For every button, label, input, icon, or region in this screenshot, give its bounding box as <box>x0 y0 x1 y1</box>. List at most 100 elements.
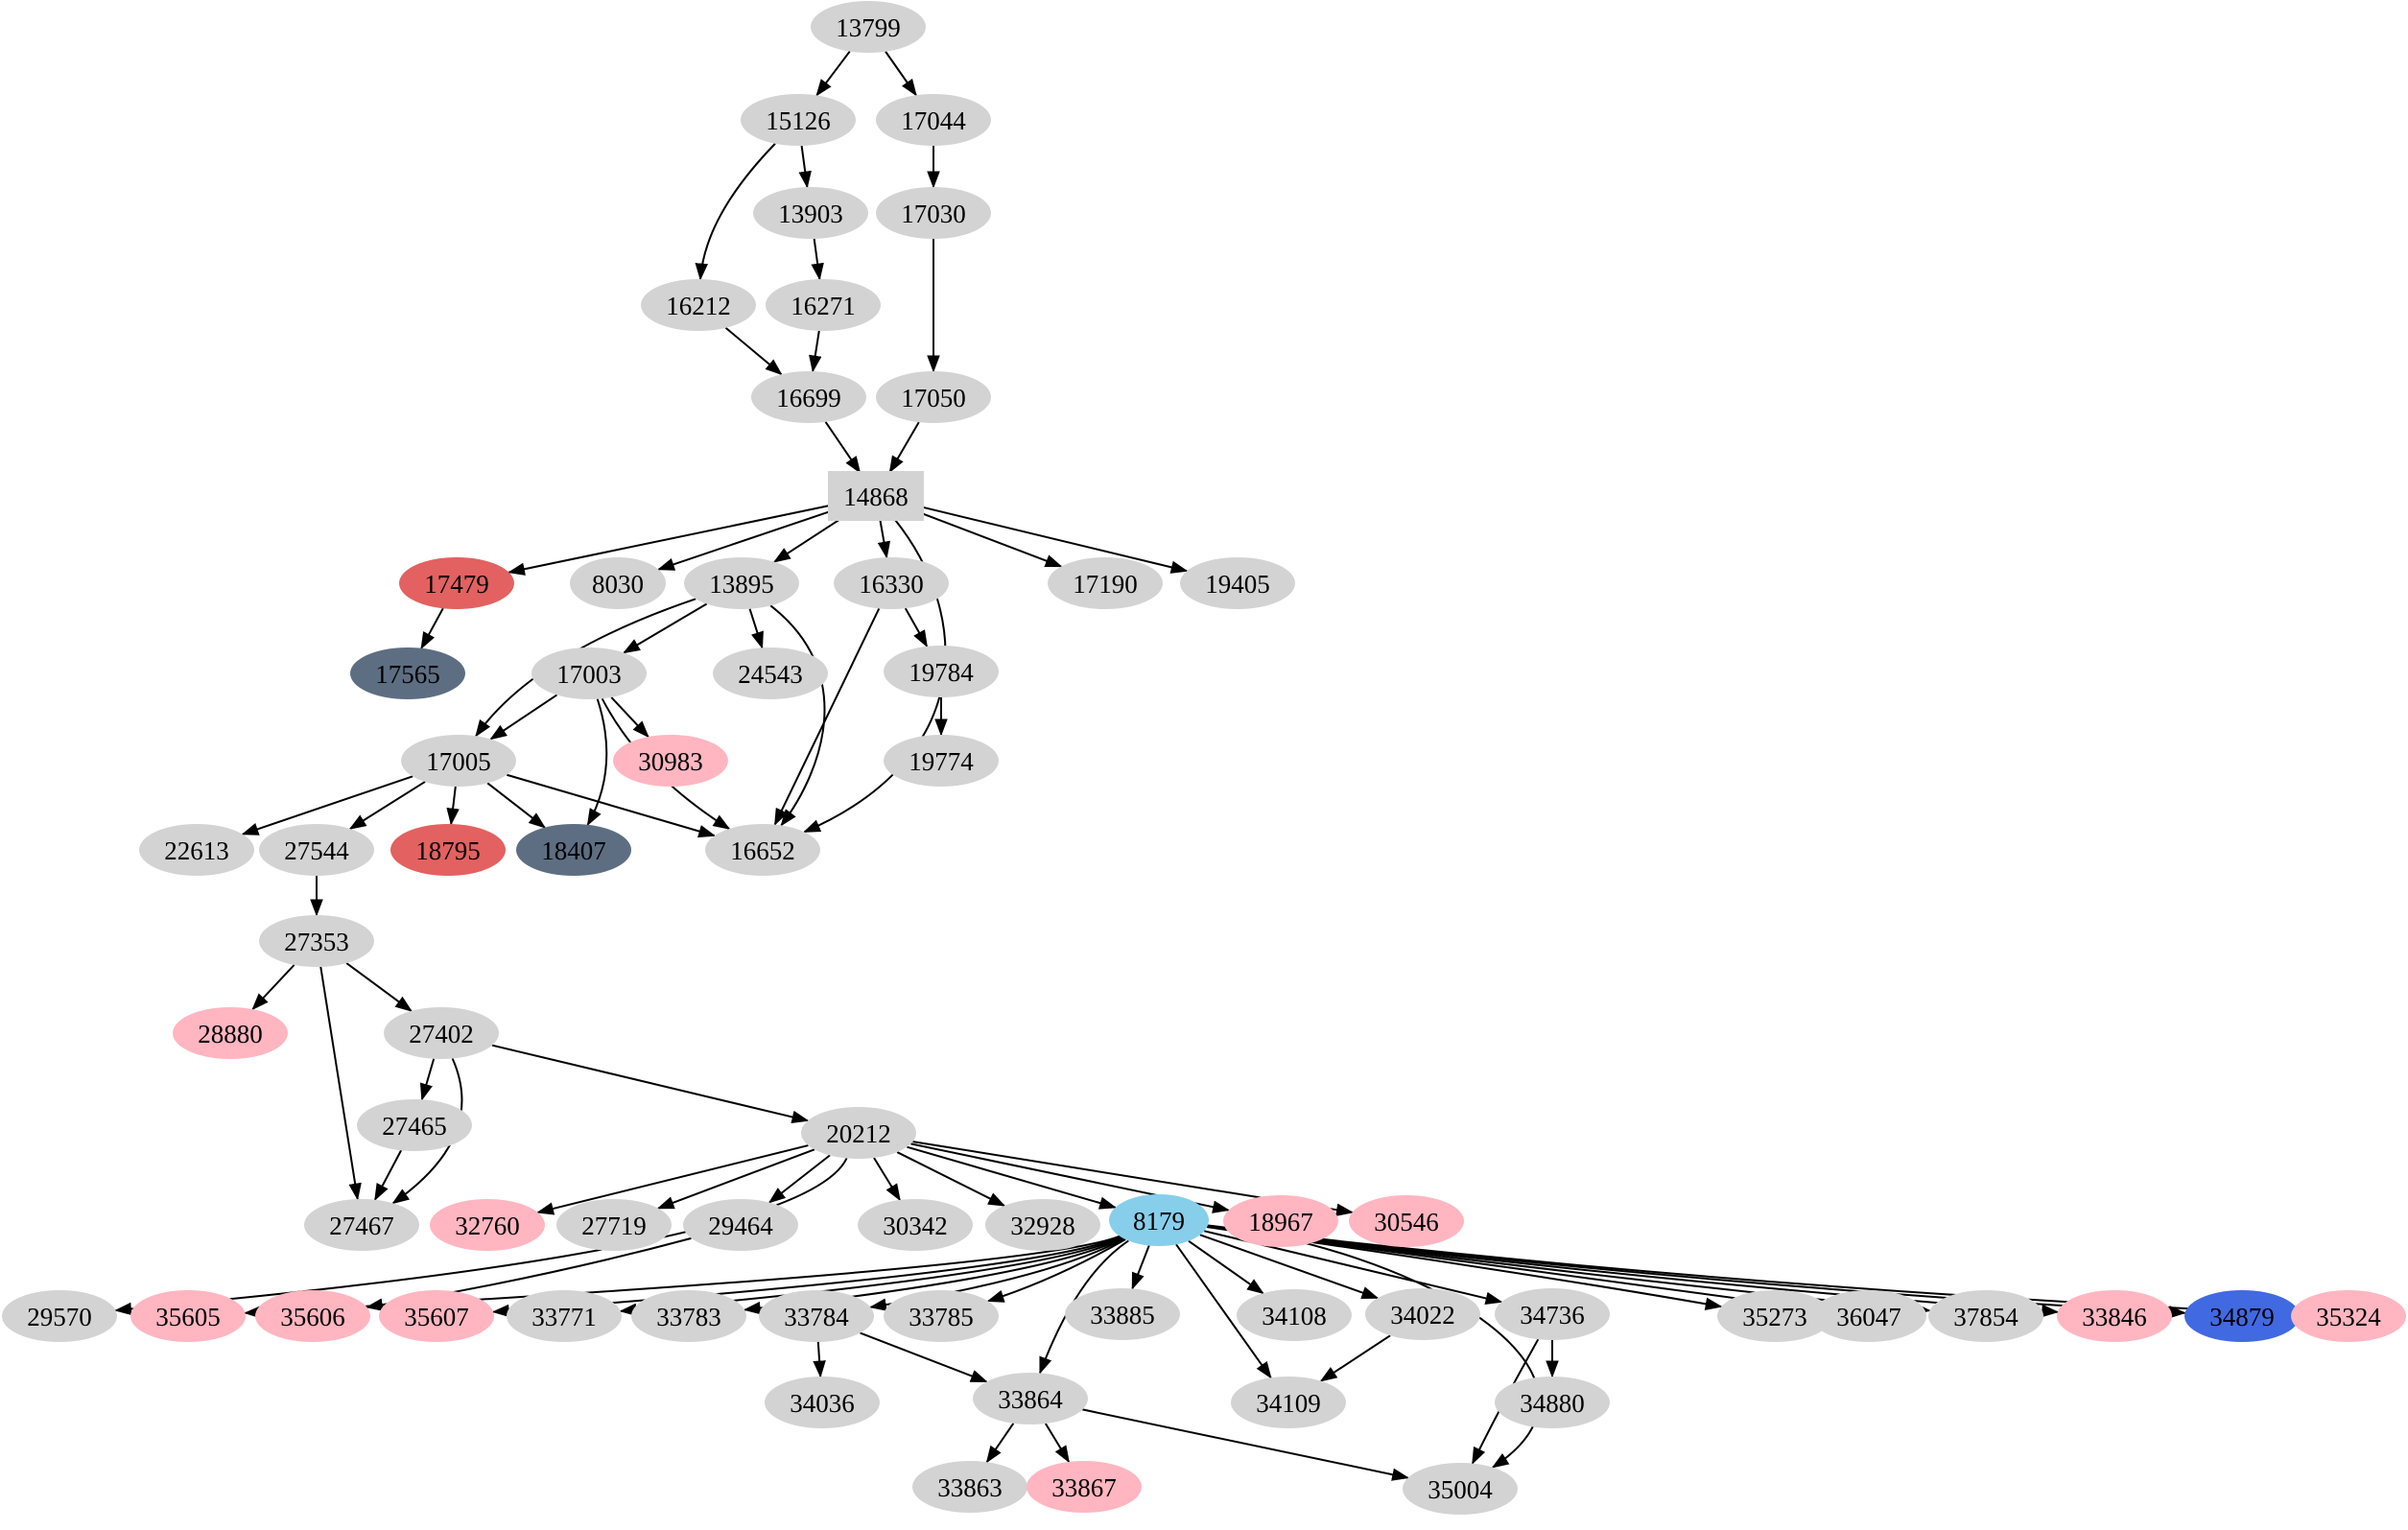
edge-8179-34108 <box>1188 1239 1264 1295</box>
edge-16271-16699 <box>809 330 822 373</box>
node-label-30983: 30983 <box>638 747 703 776</box>
node-label-14868: 14868 <box>843 483 909 511</box>
node-33846: 33846 <box>2057 1290 2172 1342</box>
node-15126: 15126 <box>741 94 856 146</box>
node-label-33885: 33885 <box>1090 1301 1155 1330</box>
ellipse-shape-17479 <box>399 557 514 609</box>
node-17044: 17044 <box>876 94 991 146</box>
ellipse-shape-17190 <box>1048 557 1163 609</box>
edge-33864-35004 <box>1082 1408 1410 1481</box>
ellipse-shape-27402 <box>384 1007 499 1059</box>
node-33783: 33783 <box>631 1290 746 1342</box>
node-36047: 36047 <box>1811 1290 1926 1342</box>
node-33885: 33885 <box>1065 1288 1180 1340</box>
ellipse-shape-35607 <box>379 1290 494 1342</box>
edge-16330-16652 <box>773 607 881 826</box>
node-label-17565: 17565 <box>375 660 440 689</box>
node-label-24543: 24543 <box>738 660 803 689</box>
node-35606: 35606 <box>255 1290 370 1342</box>
node-label-35273: 35273 <box>1742 1303 1807 1331</box>
edge-13799-15126 <box>815 50 851 97</box>
node-label-33785: 33785 <box>909 1303 974 1331</box>
node-27465: 27465 <box>357 1099 472 1151</box>
ellipse-shape-33783 <box>631 1290 746 1342</box>
node-label-27402: 27402 <box>409 1020 474 1048</box>
node-label-34109: 34109 <box>1256 1389 1321 1418</box>
node-16212: 16212 <box>641 279 756 331</box>
node-label-35324: 35324 <box>2316 1303 2381 1331</box>
node-label-29570: 29570 <box>27 1303 92 1331</box>
edge-8179-35607 <box>491 1236 1121 1318</box>
ellipse-shape-34880 <box>1495 1377 1610 1428</box>
node-label-34022: 34022 <box>1390 1301 1455 1330</box>
ellipse-shape-30983 <box>613 735 728 787</box>
node-29570: 29570 <box>2 1290 117 1342</box>
ellipse-shape-35273 <box>1717 1290 1832 1342</box>
ellipse-shape-27544 <box>259 824 374 876</box>
node-label-19405: 19405 <box>1205 570 1270 599</box>
node-label-35605: 35605 <box>155 1303 221 1331</box>
ellipse-shape-33771 <box>507 1290 622 1342</box>
node-35605: 35605 <box>130 1290 246 1342</box>
ellipse-shape-27465 <box>357 1099 472 1151</box>
edge-8179-33864 <box>1039 1239 1129 1375</box>
edge-33784-34036 <box>813 1341 826 1378</box>
node-label-17050: 17050 <box>901 384 966 412</box>
node-30342: 30342 <box>858 1199 973 1251</box>
node-17190: 17190 <box>1048 557 1163 609</box>
node-label-19774: 19774 <box>909 747 974 776</box>
node-35607: 35607 <box>379 1290 494 1342</box>
node-label-16271: 16271 <box>791 292 856 320</box>
edge-15126-16212 <box>695 143 776 281</box>
node-label-17190: 17190 <box>1073 570 1138 599</box>
node-19784: 19784 <box>884 646 999 697</box>
edge-20212-30342 <box>873 1157 901 1202</box>
node-label-13903: 13903 <box>778 200 843 228</box>
ellipse-shape-17003 <box>531 647 647 699</box>
ellipse-shape-34109 <box>1231 1377 1346 1428</box>
ellipse-shape-35324 <box>2291 1290 2406 1342</box>
node-label-35606: 35606 <box>280 1303 345 1331</box>
node-8030: 8030 <box>570 557 666 609</box>
node-label-16330: 16330 <box>859 570 924 599</box>
node-label-30546: 30546 <box>1374 1208 1439 1236</box>
ellipse-shape-33885 <box>1065 1288 1180 1340</box>
node-label-17479: 17479 <box>424 570 489 599</box>
node-label-33863: 33863 <box>937 1473 1003 1502</box>
ellipse-shape-32760 <box>430 1199 545 1251</box>
node-label-18407: 18407 <box>541 836 606 865</box>
ellipse-shape-16330 <box>834 557 949 609</box>
ellipse-shape-27353 <box>259 915 374 967</box>
ellipse-shape-37854 <box>1928 1290 2043 1342</box>
edge-13903-16271 <box>811 238 824 281</box>
node-label-18795: 18795 <box>415 836 481 865</box>
edge-14868-17479 <box>507 504 832 576</box>
node-label-32928: 32928 <box>1010 1212 1075 1240</box>
node-34108: 34108 <box>1237 1289 1352 1341</box>
edge-27465-27467 <box>374 1149 402 1202</box>
ellipse-shape-30546 <box>1349 1195 1464 1247</box>
edge-16330-19784 <box>904 607 929 648</box>
node-33784: 33784 <box>759 1290 874 1342</box>
node-17479: 17479 <box>399 557 514 609</box>
node-label-15126: 15126 <box>766 106 831 135</box>
node-label-13799: 13799 <box>836 13 901 42</box>
node-17030: 17030 <box>876 187 991 239</box>
ellipse-shape-33785 <box>884 1290 999 1342</box>
node-35273: 35273 <box>1717 1290 1832 1342</box>
edge-14868-16330 <box>877 520 891 559</box>
ellipse-shape-34108 <box>1237 1289 1352 1341</box>
ellipse-shape-16652 <box>705 824 820 876</box>
edge-17005-22613 <box>241 775 413 836</box>
edge-33864-33863 <box>985 1423 1015 1464</box>
ellipse-shape-34036 <box>765 1377 880 1428</box>
node-label-33783: 33783 <box>656 1303 721 1331</box>
node-label-35004: 35004 <box>1428 1475 1493 1504</box>
edge-14868-19405 <box>919 505 1189 574</box>
node-34880: 34880 <box>1495 1377 1610 1428</box>
node-28880: 28880 <box>173 1007 288 1059</box>
ellipse-shape-20212 <box>801 1107 916 1159</box>
edge-16699-14868 <box>824 421 862 474</box>
ellipse-shape-18407 <box>516 824 631 876</box>
